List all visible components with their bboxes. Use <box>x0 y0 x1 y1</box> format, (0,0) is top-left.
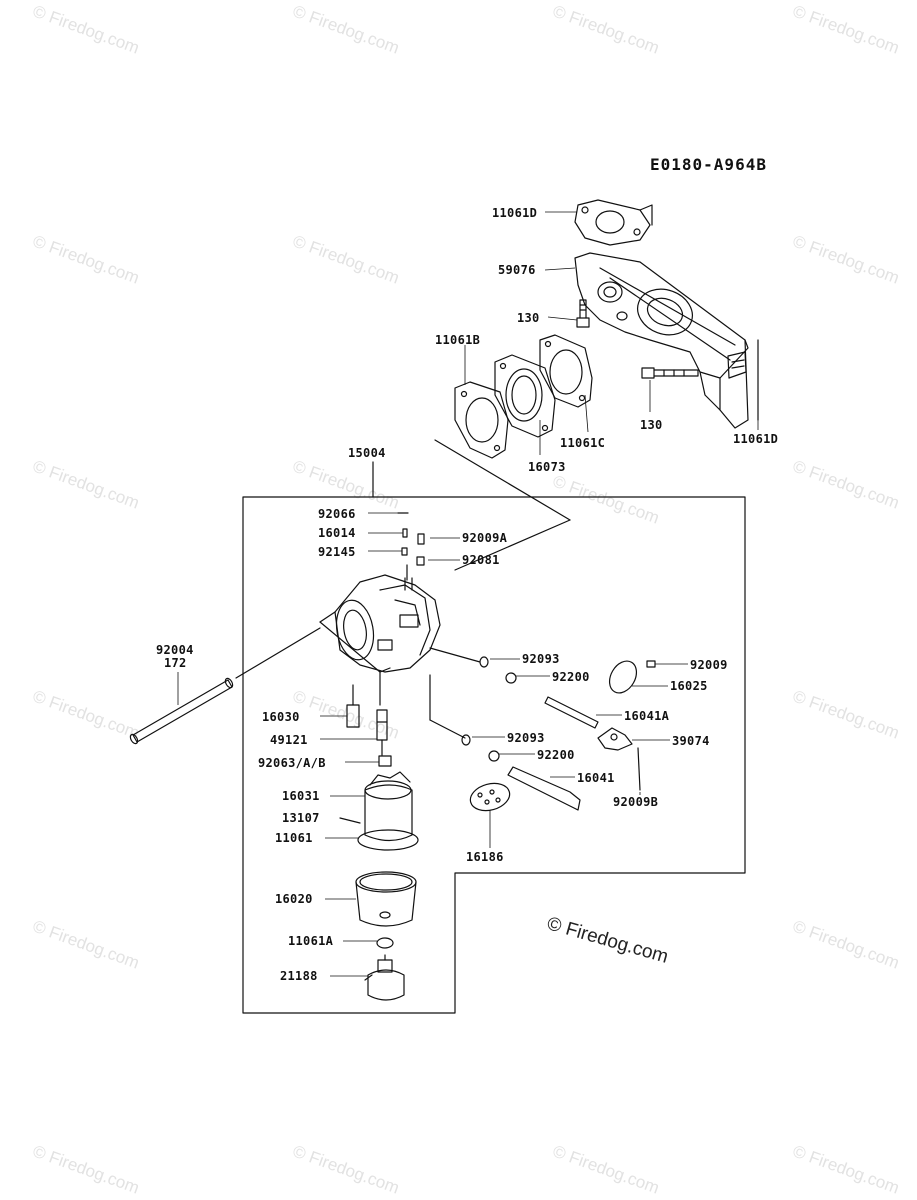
part-label-11061A: 11061A <box>288 934 334 948</box>
washer-92093-b <box>461 734 471 746</box>
part-label-92066: 92066 <box>318 507 356 521</box>
needle-49121 <box>376 709 388 756</box>
diagram-code: E0180-A964B <box>650 155 767 174</box>
washer-92200-a <box>505 672 517 684</box>
lever-39074 <box>597 727 641 791</box>
part-label-130: 130 <box>640 418 663 432</box>
part-label-16041A: 16041A <box>624 709 670 723</box>
part-label-16030: 16030 <box>262 710 300 724</box>
part-label-16020: 16020 <box>275 892 313 906</box>
bolt-130-left <box>576 299 590 328</box>
part-label-11061B: 11061B <box>435 333 481 347</box>
part-label-92063: 92063/A/B <box>258 756 326 770</box>
part-label-92093: 92093 <box>507 731 545 745</box>
gasket-11061B <box>454 381 509 459</box>
gasket-11061D-top <box>574 199 653 246</box>
shaft-16041 <box>507 766 581 811</box>
part-label-16031: 16031 <box>282 789 320 803</box>
part-label-13107: 13107 <box>282 811 320 825</box>
screw-92004 <box>129 627 321 745</box>
part-label-59076: 59076 <box>498 263 536 277</box>
part-label-16186: 16186 <box>466 850 504 864</box>
part-label-92145: 92145 <box>318 545 356 559</box>
jet-parts-top <box>397 512 425 581</box>
part-label-92200: 92200 <box>552 670 590 684</box>
solenoid-21188 <box>364 954 405 1001</box>
part-label-21188: 21188 <box>280 969 318 983</box>
part-label-92200: 92200 <box>537 748 575 762</box>
shaft-16041A <box>544 696 599 729</box>
part-label-92009B: 92009B <box>613 795 659 809</box>
float-16031 <box>339 771 413 842</box>
bolt-130-right <box>641 367 699 379</box>
part-label-11061D: 11061D <box>492 206 538 220</box>
o-ring-11061 <box>357 829 419 851</box>
choke-valve-16186 <box>469 782 511 812</box>
part-label-130: 130 <box>517 311 540 325</box>
gasket-11061C <box>539 334 593 408</box>
float-bowl-16020 <box>355 871 417 927</box>
part-label-16073: 16073 <box>528 460 566 474</box>
part-label-15004: 15004 <box>348 446 386 460</box>
part-label-16025: 16025 <box>670 679 708 693</box>
carburetor-body <box>319 574 441 673</box>
part-label-172: 172 <box>164 656 187 670</box>
pin-16030 <box>346 704 360 728</box>
plug-92063 <box>378 755 392 767</box>
part-label-11061C: 11061C <box>560 436 606 450</box>
o-ring-11061A <box>376 937 394 949</box>
washer-92093-a <box>479 656 489 668</box>
insulator-16073 <box>494 354 556 438</box>
part-label-49121: 49121 <box>270 733 308 747</box>
part-label-92009A: 92009A <box>462 531 508 545</box>
part-label-16041: 16041 <box>577 771 615 785</box>
part-label-11061D: 11061D <box>733 432 779 446</box>
throttle-valve-16025 <box>608 660 638 694</box>
part-label-92093: 92093 <box>522 652 560 666</box>
part-label-92009: 92009 <box>690 658 728 672</box>
part-label-92004: 92004 <box>156 643 194 657</box>
intake-manifold <box>574 252 749 429</box>
assembly-boundary <box>242 496 746 1014</box>
part-label-92081: 92081 <box>462 553 500 567</box>
part-label-39074: 39074 <box>672 734 710 748</box>
part-label-16014: 16014 <box>318 526 356 540</box>
washer-92200-b <box>488 750 500 762</box>
part-label-11061: 11061 <box>275 831 313 845</box>
